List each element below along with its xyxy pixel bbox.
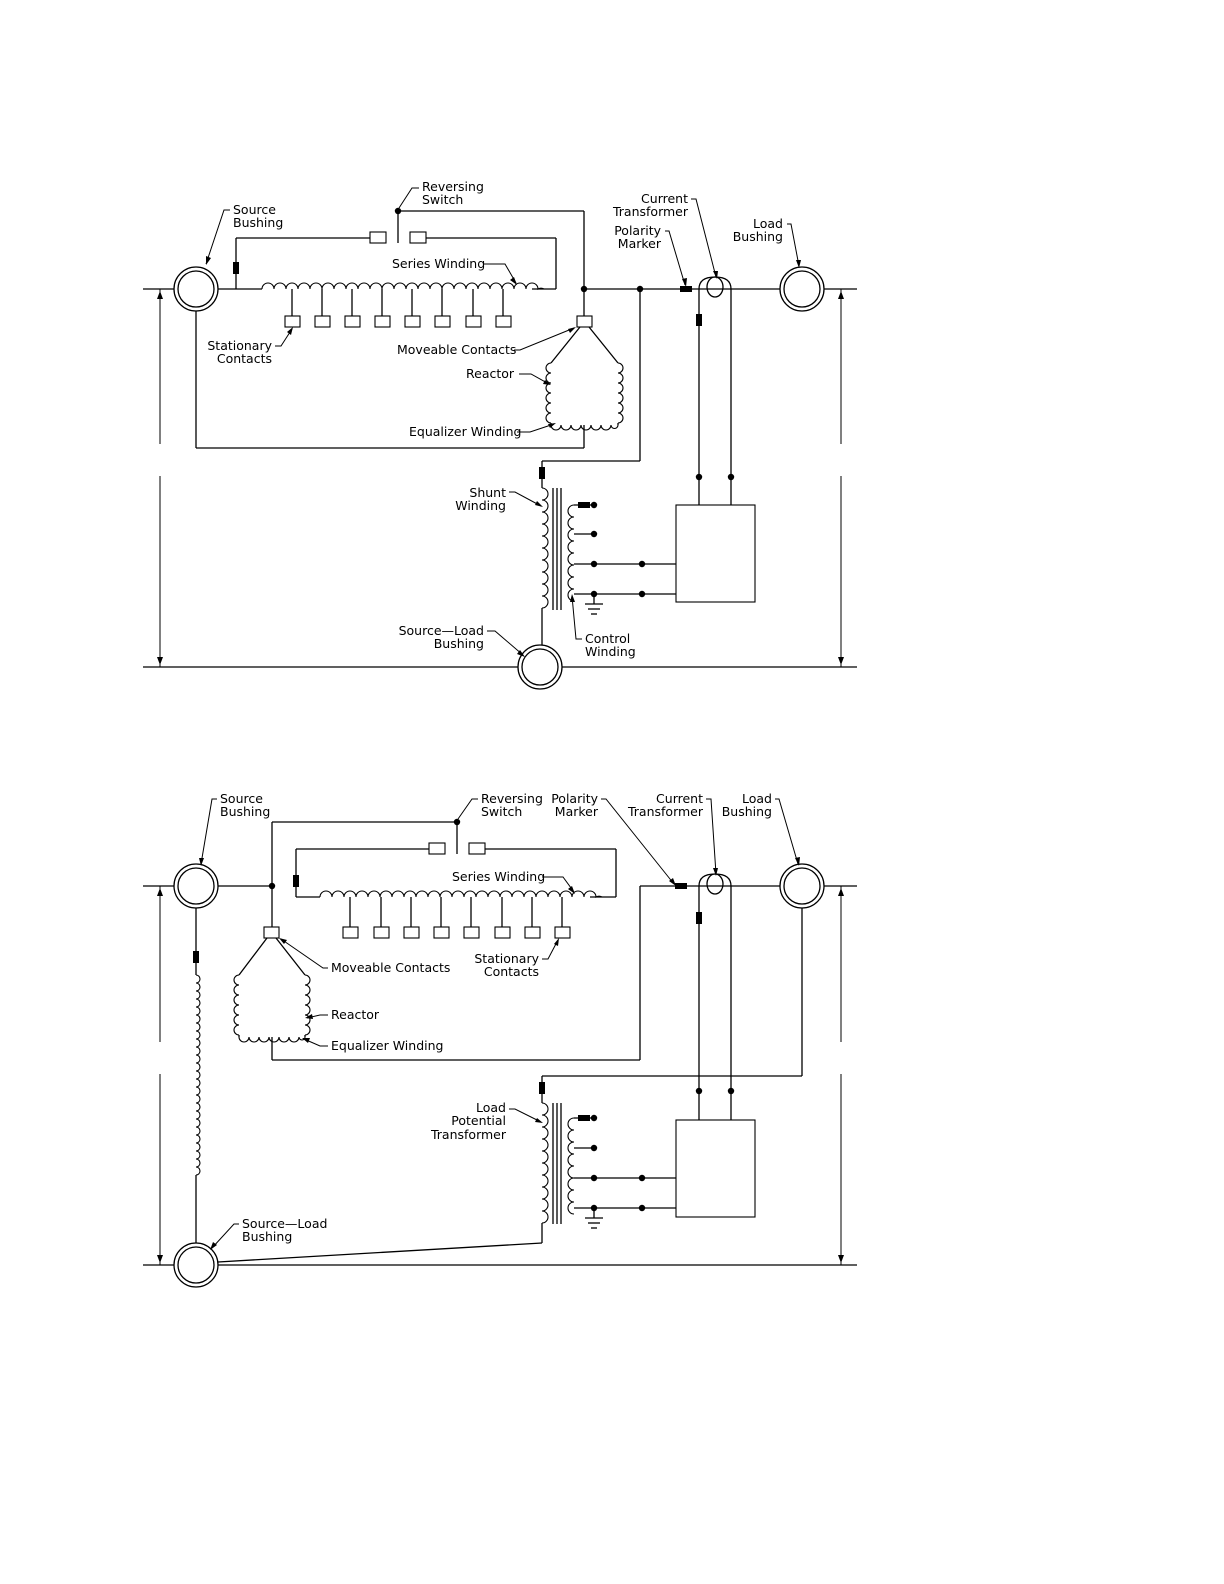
source-load-bushing-symbol: [173, 1242, 219, 1288]
source-bushing-symbol: [173, 863, 219, 909]
shunt-winding-coil: [193, 908, 201, 1243]
current-transformer-label-1: Current: [641, 191, 688, 206]
moveable-contact-reactor: [545, 315, 624, 448]
stationary-contacts-label-2: Contacts: [484, 964, 539, 979]
load-bushing-label-2: Bushing: [733, 229, 783, 244]
stationary-contacts-label-2: Contacts: [217, 351, 272, 366]
series-winding-label: Series Winding: [392, 256, 485, 271]
source-load-bushing-label-2: Bushing: [434, 636, 484, 651]
stationary-contacts-label-1: Stationary: [207, 338, 272, 353]
equalizer-winding-label: Equalizer Winding: [409, 424, 521, 439]
source-bushing-label-2: Bushing: [220, 804, 270, 819]
load-bushing-symbol: [779, 863, 825, 909]
control-box: [675, 504, 756, 603]
source-load-bushing-label-2: Bushing: [242, 1229, 292, 1244]
stationary-contacts-label-1: Stationary: [474, 951, 539, 966]
left-dimension-arrows: [157, 886, 163, 1265]
source-bushing-label-1: Source: [233, 202, 276, 217]
source-bushing-label-2: Bushing: [233, 215, 283, 230]
reversing-switch-label-1: Reversing: [422, 179, 484, 194]
control-winding-label-1: Control: [585, 631, 630, 646]
load-potential-transformer-label-3: Transformer: [430, 1127, 507, 1142]
reversing-switch-label-2: Switch: [422, 192, 463, 207]
source-load-bushing-symbol: [517, 644, 563, 690]
series-winding-coil: [319, 890, 603, 898]
load-potential-transformer-label-2: Potential: [451, 1113, 506, 1128]
load-bushing-symbol: [779, 266, 825, 312]
right-dimension-arrows: [838, 886, 844, 1265]
load-bushing-label-1: Load: [753, 216, 783, 231]
polarity-marker-label-2: Marker: [618, 236, 662, 251]
moveable-contacts-label: Moveable Contacts: [331, 960, 450, 975]
reactor-label: Reactor: [466, 366, 515, 381]
current-transformer-symbol: [680, 276, 735, 505]
stationary-contacts-row: [284, 289, 512, 328]
source-load-bushing-label-1: Source—Load: [242, 1216, 327, 1231]
control-box: [675, 1119, 756, 1218]
current-transformer-label-1: Current: [656, 791, 703, 806]
load-bushing-label-2: Bushing: [722, 804, 772, 819]
load-potential-transformer-label-1: Load: [476, 1100, 506, 1115]
moveable-contact-reactor: [233, 926, 311, 1060]
shunt-winding-label-1: Shunt: [469, 485, 506, 500]
series-polarity-marker: [233, 262, 239, 274]
shunt-winding-transformer: [541, 487, 676, 645]
right-dimension-arrows: [838, 289, 844, 667]
reversing-switch-symbol: [268, 818, 486, 927]
load-potential-transformer-symbol: [217, 1102, 676, 1263]
current-transformer-label-2: Transformer: [612, 204, 689, 219]
polarity-marker-label-1: Polarity: [551, 791, 598, 806]
control-winding-label-2: Winding: [585, 644, 636, 659]
reversing-switch-label-2: Switch: [481, 804, 522, 819]
diagram-1-leaders: [205, 187, 801, 657]
equalizer-winding-label: Equalizer Winding: [331, 1038, 443, 1053]
reactor-label: Reactor: [331, 1007, 380, 1022]
polarity-marker-label-2: Marker: [555, 804, 599, 819]
diagram-2-leaders: [199, 798, 800, 1250]
load-bushing-label-1: Load: [742, 791, 772, 806]
moveable-contacts-label: Moveable Contacts: [397, 342, 516, 357]
left-dimension-arrows: [157, 289, 163, 667]
reversing-switch-symbol: [369, 207, 585, 316]
stationary-contacts-row: [342, 897, 571, 939]
current-transformer-label-2: Transformer: [627, 804, 704, 819]
source-bushing-label-1: Source: [220, 791, 263, 806]
series-winding-label: Series Winding: [452, 869, 545, 884]
polarity-marker-label-1: Polarity: [614, 223, 661, 238]
reversing-switch-label-1: Reversing: [481, 791, 543, 806]
current-transformer-symbol: [675, 873, 735, 1120]
diagram-1-straight-design: Source Bushing Reversing Switch Current …: [143, 179, 857, 690]
series-winding-coil: [261, 282, 545, 290]
shunt-winding-label-2: Winding: [455, 498, 506, 513]
source-bushing-symbol: [173, 266, 219, 312]
diagram-2-inverted-design: Source Bushing Reversing Switch Polarity…: [143, 791, 857, 1288]
source-load-bushing-label-1: Source—Load: [399, 623, 484, 638]
